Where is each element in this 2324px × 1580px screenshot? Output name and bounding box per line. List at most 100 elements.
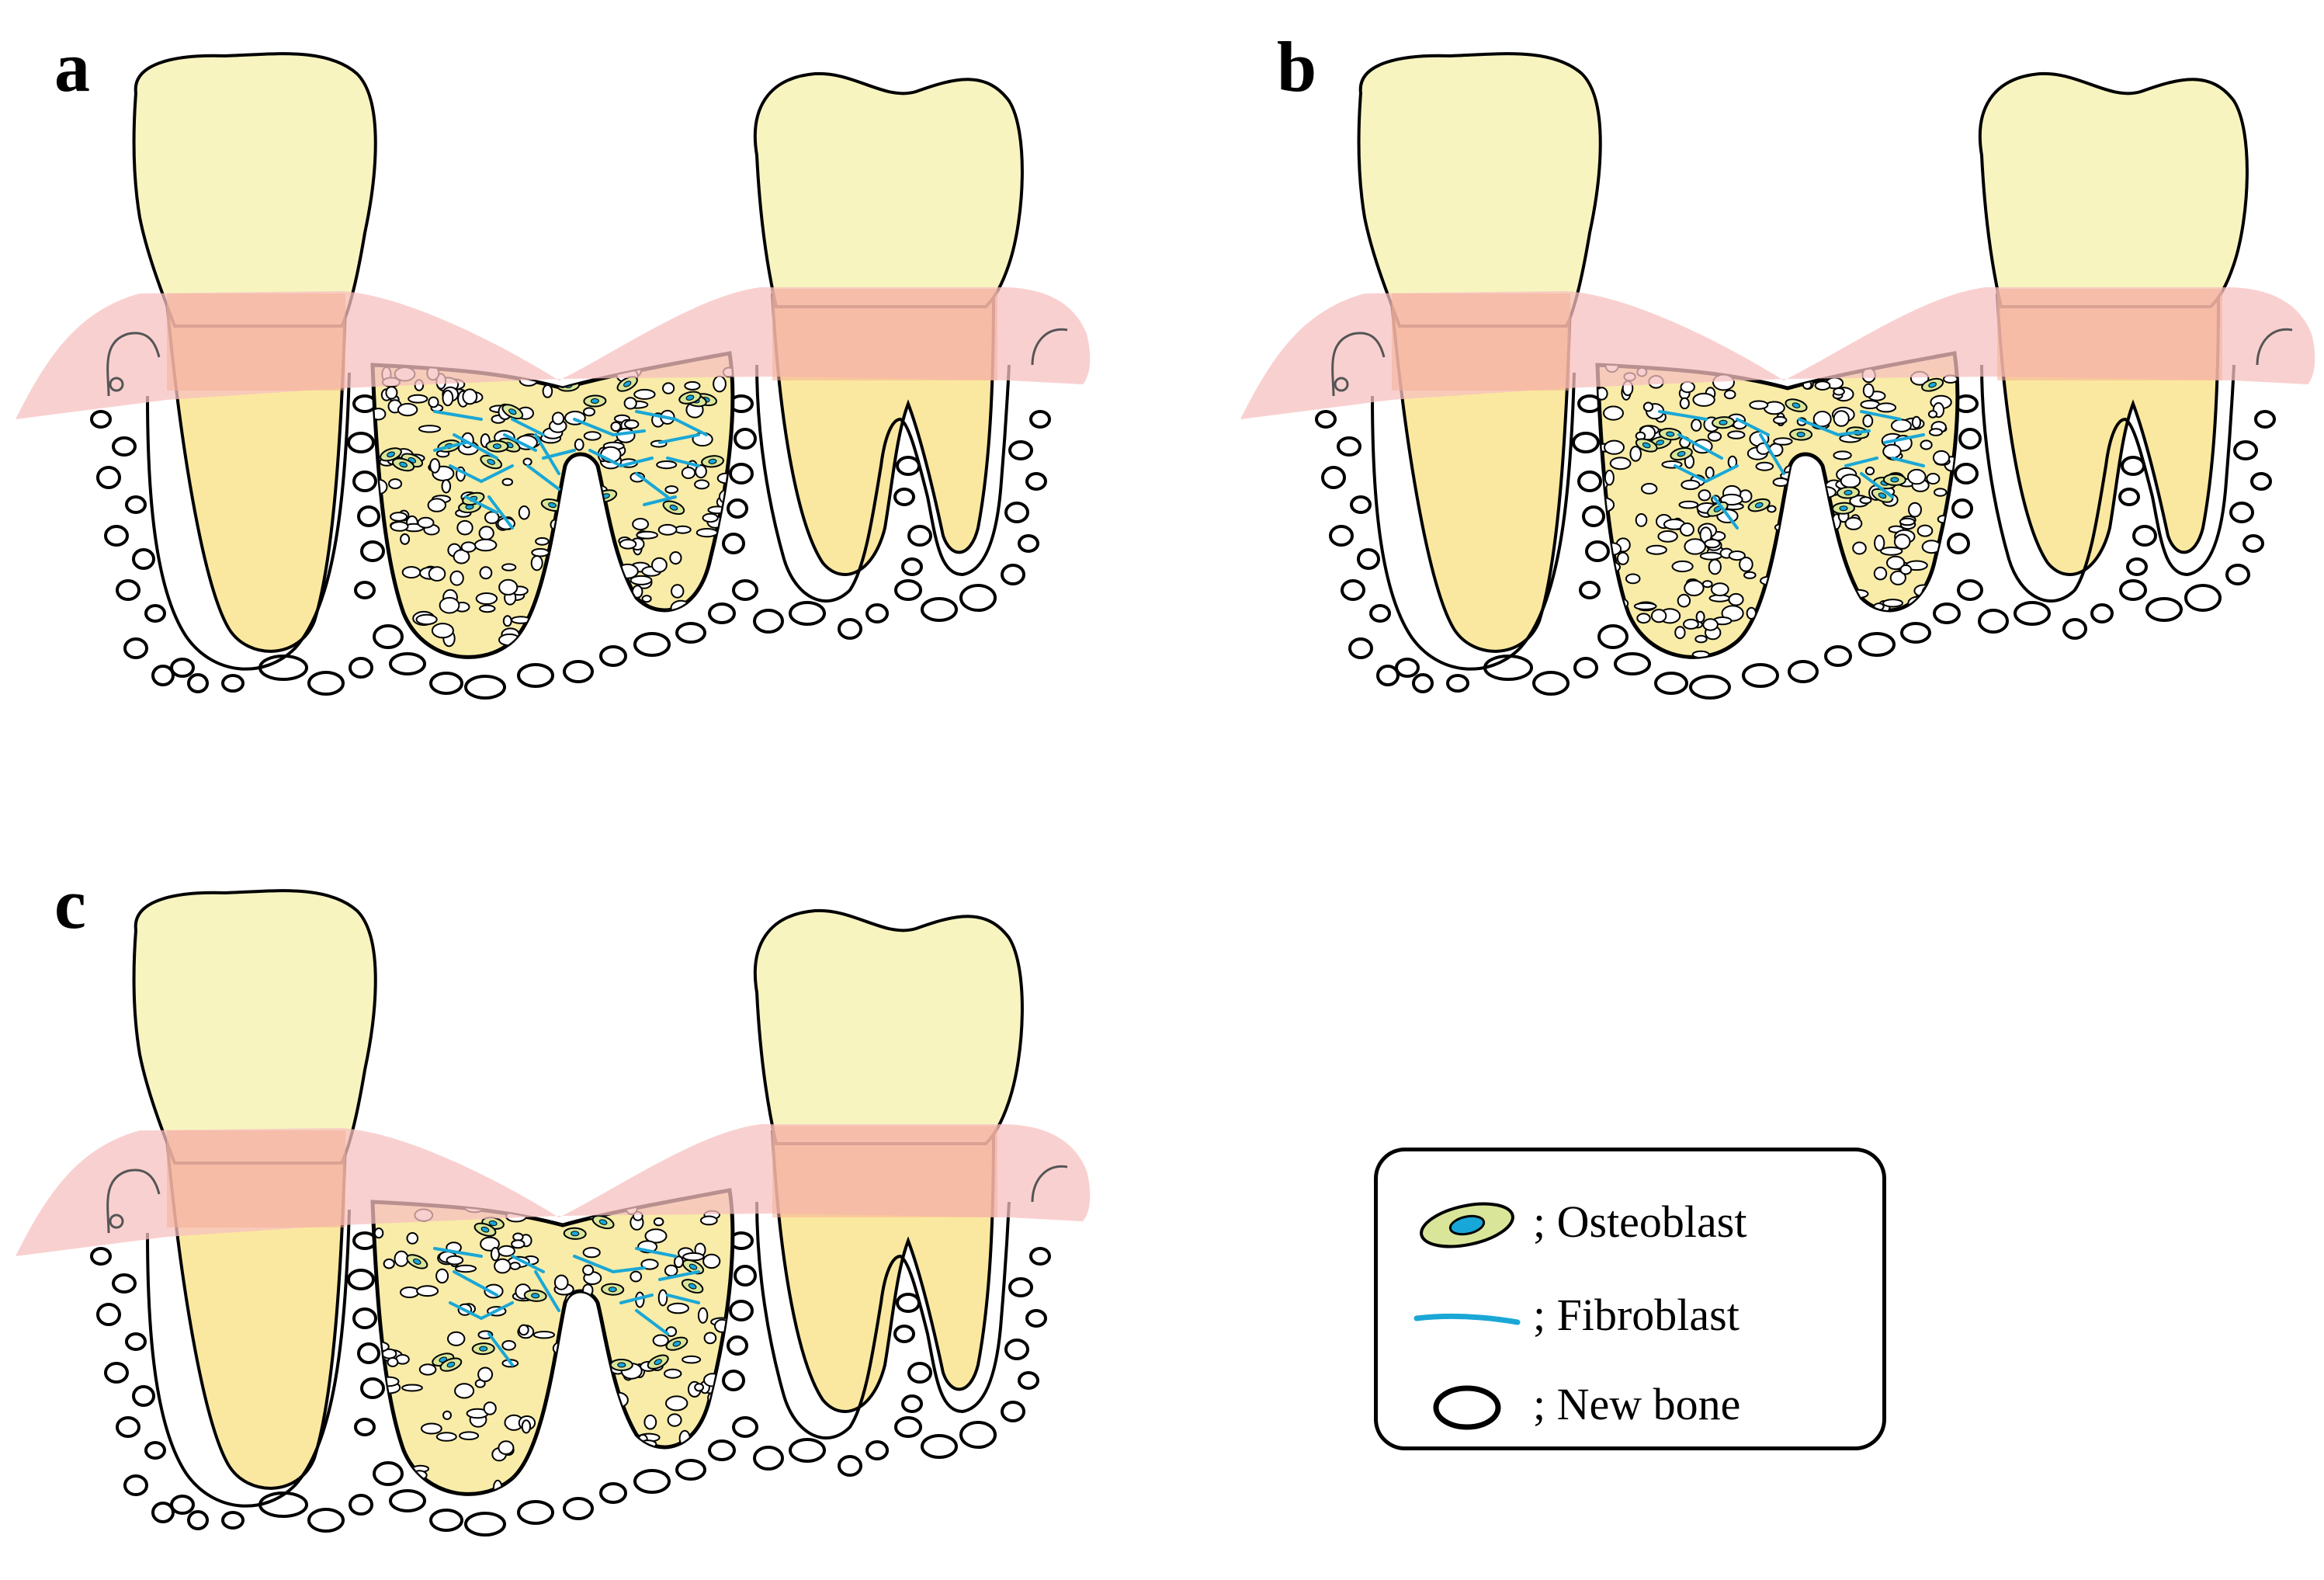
new-bone bbox=[462, 388, 478, 405]
bone-hole bbox=[1957, 579, 1983, 601]
fibroblast bbox=[619, 1294, 654, 1304]
fibroblast bbox=[480, 464, 514, 483]
bone-hole bbox=[893, 1325, 915, 1343]
new-bone bbox=[1597, 599, 1614, 613]
new-bone bbox=[1678, 500, 1699, 509]
new-bone bbox=[603, 544, 615, 554]
new-bone bbox=[456, 519, 473, 536]
right-socket-outline bbox=[755, 1201, 1011, 1440]
bone-hole bbox=[729, 1300, 754, 1321]
bone-hole bbox=[708, 1439, 736, 1461]
new-bone bbox=[1882, 599, 1903, 608]
bone-hole bbox=[2126, 557, 2148, 576]
new-bone bbox=[1636, 613, 1651, 624]
new-bone bbox=[664, 485, 679, 495]
new-bone bbox=[1609, 457, 1632, 471]
new-bone bbox=[565, 613, 578, 623]
new-bone bbox=[1646, 544, 1667, 555]
new-bone bbox=[1749, 400, 1769, 410]
osteoblast bbox=[616, 376, 638, 392]
fibroblast bbox=[1658, 410, 1708, 421]
bone-hole bbox=[599, 1482, 627, 1504]
bone-hole bbox=[1001, 564, 1025, 585]
bone-hole bbox=[170, 1495, 195, 1515]
new-bone bbox=[552, 1341, 569, 1356]
bone-hole bbox=[116, 579, 140, 601]
bone-hole bbox=[373, 624, 404, 649]
new-bone bbox=[1739, 557, 1753, 572]
new-bone bbox=[400, 533, 411, 545]
new-bone bbox=[568, 1377, 585, 1394]
fibroblast-icon bbox=[1413, 1313, 1521, 1325]
new-bone bbox=[1765, 621, 1777, 630]
new-bone bbox=[598, 530, 608, 545]
bone-hole bbox=[896, 1293, 921, 1313]
new-bone bbox=[1747, 646, 1762, 658]
bone-hole bbox=[1446, 674, 1469, 693]
bone-hole bbox=[1742, 663, 1779, 688]
new-bone bbox=[449, 570, 464, 586]
gum-curl-left bbox=[106, 332, 161, 397]
gum-curl-right bbox=[1031, 1165, 1068, 1203]
new-bone bbox=[1650, 609, 1667, 623]
osteoblast bbox=[701, 455, 724, 468]
new-bone bbox=[574, 438, 584, 451]
bone-hole bbox=[151, 665, 175, 686]
panel-b bbox=[1240, 52, 2315, 700]
new-bone bbox=[1674, 626, 1686, 640]
osteoblast bbox=[1635, 438, 1658, 453]
bone-hole bbox=[2090, 603, 2114, 623]
new-bone bbox=[632, 518, 649, 531]
bone-hole bbox=[1025, 1309, 1047, 1328]
new-bone bbox=[582, 1361, 595, 1376]
graft-region bbox=[1595, 351, 1960, 659]
new-bone bbox=[1911, 415, 1922, 429]
bone-hole bbox=[357, 1342, 380, 1364]
fibroblast bbox=[480, 1301, 514, 1320]
new-bone bbox=[586, 543, 597, 557]
bone-hole bbox=[389, 1489, 426, 1512]
new-bone bbox=[514, 653, 537, 658]
new-bone bbox=[400, 1287, 420, 1298]
new-bone bbox=[1809, 623, 1829, 634]
new-bone bbox=[1805, 505, 1816, 519]
new-bone bbox=[383, 1258, 395, 1269]
new-bone bbox=[1704, 538, 1721, 549]
new-bone bbox=[498, 578, 519, 596]
osteoblast bbox=[564, 472, 587, 486]
new-bone bbox=[1702, 618, 1719, 631]
fibroblast bbox=[503, 433, 537, 452]
legend: ; Osteoblast ; Fibroblast ; New bone bbox=[1374, 1148, 1886, 1450]
osteoblast bbox=[1747, 498, 1771, 512]
bone-hole bbox=[1958, 428, 1982, 450]
bone-hole bbox=[125, 1332, 147, 1351]
new-bone bbox=[1890, 418, 1912, 432]
new-bone bbox=[442, 389, 454, 407]
fibroblast bbox=[658, 433, 700, 444]
legend-row-osteoblast: ; Osteoblast bbox=[1378, 1182, 1882, 1268]
panel-label-b: b bbox=[1277, 27, 1317, 106]
new-bone bbox=[555, 634, 571, 644]
bone-hole bbox=[1315, 410, 1337, 429]
new-bone bbox=[442, 1410, 452, 1420]
gum-curl-right bbox=[1031, 328, 1068, 366]
bone-hole bbox=[708, 602, 736, 624]
right-gum-overlap bbox=[1997, 289, 2222, 380]
new-bone bbox=[528, 629, 546, 643]
new-bone bbox=[656, 460, 678, 470]
new-bone bbox=[539, 618, 563, 630]
legend-label-new-bone: ; New bone bbox=[1533, 1379, 1741, 1429]
osteoblast bbox=[1712, 416, 1735, 429]
new-bone bbox=[1862, 414, 1874, 428]
new-bone bbox=[388, 478, 403, 490]
new-bone bbox=[397, 403, 418, 417]
bone-hole bbox=[1341, 579, 1365, 601]
bone-hole bbox=[1008, 1277, 1033, 1297]
bone-hole bbox=[921, 1434, 958, 1459]
new-bone bbox=[1822, 559, 1846, 572]
new-bone bbox=[697, 1307, 709, 1324]
new-bone bbox=[530, 555, 543, 571]
bone-hole bbox=[1395, 658, 1420, 678]
new-bone bbox=[435, 1432, 457, 1442]
new-bone bbox=[624, 419, 640, 429]
